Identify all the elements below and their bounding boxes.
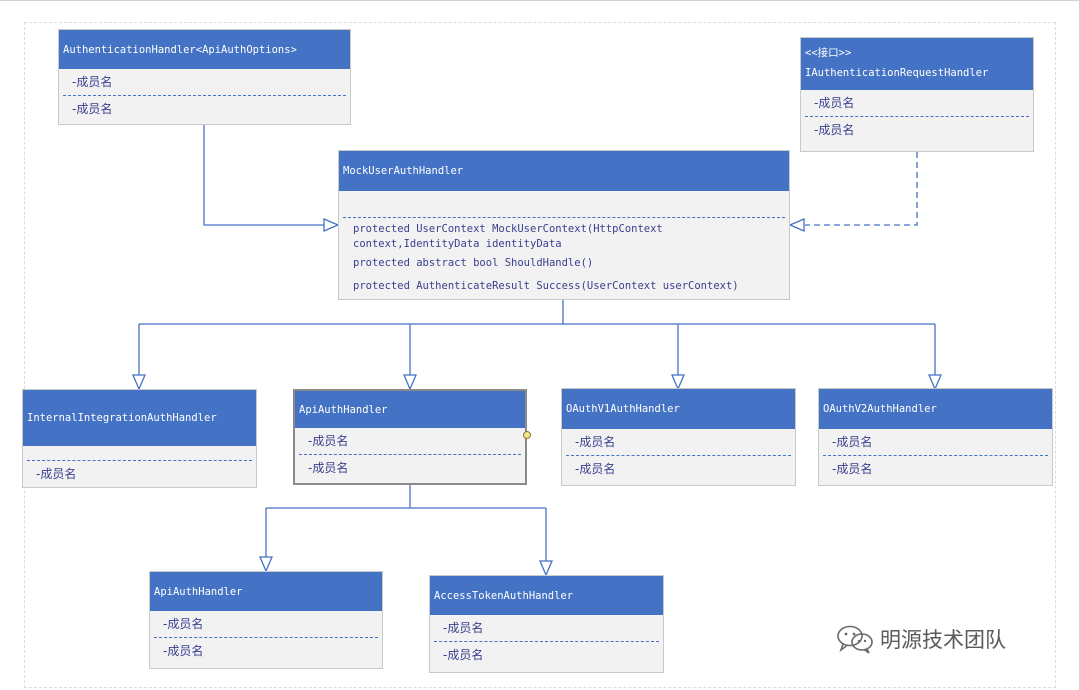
inheritance-arrowhead [539,560,553,577]
inheritance-arrowhead [259,556,273,573]
compartment-divider [299,454,521,455]
fields-compartment [339,191,789,217]
class-access-token-auth-handler[interactable]: AccessTokenAuthHandler -成员名 -成员名 [429,575,664,673]
compartment-divider [343,217,785,218]
interface-iauthentication-request-handler[interactable]: <<接口>> IAuthenticationRequestHandler -成员… [800,37,1034,152]
class-name: AccessTokenAuthHandler [434,589,574,602]
method-should-handle[interactable]: protected abstract bool ShouldHandle() [353,257,594,269]
inheritance-line-authentication-handler [203,125,326,226]
member-method[interactable]: -成员名 [36,467,77,481]
realization-arrowhead [788,218,805,232]
member-method[interactable]: -成员名 [163,644,204,658]
watermark-text: 明源技术团队 [880,628,1006,652]
method-success[interactable]: protected AuthenticateResult Success(Use… [353,280,739,292]
class-api-auth-handler-child[interactable]: ApiAuthHandler -成员名 -成员名 [149,571,383,669]
class-authentication-handler[interactable]: AuthenticationHandler<ApiAuthOptions> -成… [58,29,351,125]
member-field[interactable]: -成员名 [832,435,873,449]
member-field[interactable]: -成员名 [163,617,204,631]
connection-handle[interactable] [523,431,531,439]
compartment-divider [63,95,346,96]
class-oauth-v2-auth-handler[interactable]: OAuthV2AuthHandler -成员名 -成员名 [818,388,1053,486]
compartment-divider [434,641,659,642]
compartment-divider [154,637,378,638]
member-method[interactable]: -成员名 [575,462,616,476]
member-method[interactable]: -成员名 [832,462,873,476]
compartment-divider [823,455,1048,456]
class-name: InternalIntegrationAuthHandler [27,412,217,424]
class-internal-integration-auth-handler[interactable]: InternalIntegrationAuthHandler -成员名 [22,389,257,488]
inheritance-arrowhead [132,374,146,391]
member-method[interactable]: -成员名 [308,461,349,475]
class-name: ApiAuthHandler [299,403,388,416]
inheritance-arrowhead [403,374,417,391]
wechat-icon [837,625,873,654]
inheritance-arrowhead [323,218,340,232]
compartment-divider [27,460,252,461]
class-name: ApiAuthHandler [154,585,243,598]
inheritance-arrowhead [928,374,942,391]
member-field[interactable]: -成员名 [308,434,349,448]
class-oauth-v1-auth-handler[interactable]: OAuthV1AuthHandler -成员名 -成员名 [561,388,796,486]
watermark: 明源技术团队 [836,624,1006,654]
member-field[interactable]: -成员名 [575,435,616,449]
member-field[interactable]: -成员名 [443,621,484,635]
member-method[interactable]: -成员名 [72,102,113,116]
canvas-border-top [0,0,1080,1]
class-api-auth-handler[interactable]: ApiAuthHandler -成员名 -成员名 [293,389,527,485]
method-mock-user-context[interactable]: protected UserContext MockUserContext(Ht… [353,223,663,235]
compartment-divider [805,116,1029,117]
compartment-divider [566,455,791,456]
class-name: OAuthV2AuthHandler [823,403,937,415]
interface-name: IAuthenticationRequestHandler [805,67,989,79]
inheritance-arrowhead [671,374,685,391]
class-name: AuthenticationHandler<ApiAuthOptions> [63,43,297,56]
member-method[interactable]: -成员名 [443,648,484,662]
diagram-canvas [24,22,1056,688]
class-name: MockUserAuthHandler [343,165,464,177]
class-mock-user-auth-handler[interactable]: MockUserAuthHandler protected UserContex… [338,150,790,300]
interface-stereotype: <<接口>> [805,47,852,59]
member-field[interactable]: -成员名 [814,96,855,110]
member-field[interactable]: -成员名 [72,75,113,89]
realization-line-iauth-request-handler [805,152,918,226]
member-method[interactable]: -成员名 [814,123,855,137]
class-name: OAuthV1AuthHandler [566,403,680,415]
method-mock-user-context-params[interactable]: context,IdentityData identityData [353,238,562,250]
